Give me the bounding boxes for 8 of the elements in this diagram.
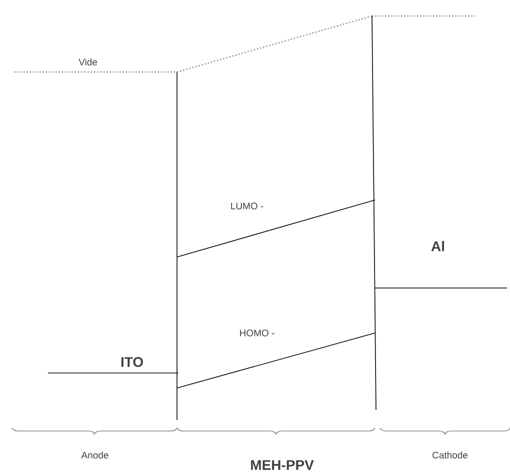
level-label: LUMO - bbox=[231, 202, 264, 210]
material-label: Al bbox=[431, 240, 444, 252]
region-label: MEH-PPV bbox=[251, 460, 314, 470]
material-label: ITO bbox=[121, 357, 143, 367]
level-label: HOMO - bbox=[240, 330, 274, 336]
level-label: Vide bbox=[78, 58, 97, 66]
region-label: Cathode bbox=[432, 452, 468, 458]
region-label: Anode bbox=[81, 452, 108, 458]
